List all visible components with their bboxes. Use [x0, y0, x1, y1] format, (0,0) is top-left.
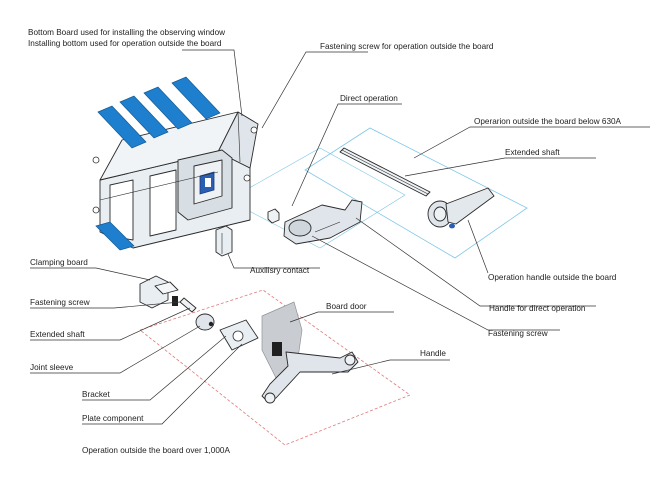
label-bottom-board-line1: Bottom Board used for installing the obs…	[28, 28, 225, 37]
label-operation-handle-outside: Operation handle outside the board	[488, 273, 617, 282]
labels: Bottom Board used for installing the obs…	[28, 28, 622, 455]
joint-sleeve-part	[195, 313, 215, 331]
direct-operation-parts	[267, 199, 363, 245]
leader-operation-below-630a	[413, 126, 650, 159]
label-extended-shaft-left: Extended shaft	[30, 330, 85, 339]
region-outline-below-630a	[304, 127, 528, 259]
leader-joint-sleeve	[30, 325, 201, 374]
leader-extended-shaft-top	[404, 157, 596, 177]
busbar-3	[143, 86, 193, 130]
label-bottom-board-line2: Installing bottom used for operation out…	[28, 39, 222, 48]
screw-icon	[92, 156, 100, 164]
leader-clamping-board	[30, 267, 151, 281]
leader-auxiliary-contact	[227, 253, 320, 269]
leader-bottom-board	[182, 49, 243, 117]
clamping-board-part	[139, 275, 179, 309]
screw-icon	[92, 206, 100, 214]
label-clamping-board: Clamping board	[30, 258, 88, 267]
label-plate-component: Plate component	[82, 414, 144, 423]
auxiliary-contact-part	[215, 225, 233, 257]
label-fastening-screw-outside: Fastening screw for operation outside th…	[320, 42, 494, 51]
leader-fastening-screw-left	[30, 301, 181, 309]
leader-handle-direct-operation	[355, 217, 596, 307]
busbar-1	[97, 105, 147, 149]
label-fastening-screw-right: Fastening screw	[488, 329, 548, 338]
leader-plate-component	[82, 343, 243, 425]
screw-icon	[243, 174, 251, 182]
label-joint-sleeve: Joint sleeve	[30, 363, 74, 372]
handle-part	[261, 351, 359, 404]
label-handle-direct-operation: Handle for direct operation	[489, 304, 586, 313]
busbar-2	[119, 95, 169, 139]
leader-handle	[331, 359, 450, 375]
leader-operation-handle	[467, 219, 489, 274]
label-operation-below-630a: Operarion outside the board below 630A	[474, 117, 622, 126]
label-operation-over-1000a: Operation outside the board over 1,000A	[82, 446, 230, 455]
leader-extended-shaft-left	[30, 307, 191, 341]
label-board-door: Board door	[326, 302, 367, 311]
label-handle: Handle	[420, 349, 446, 358]
extended-shaft-left-part	[179, 297, 197, 313]
switch-body	[99, 111, 259, 249]
busbar-4	[171, 76, 221, 120]
leader-bracket	[82, 335, 227, 401]
leader-direct-operation	[291, 103, 402, 207]
region-outline-over-1000a	[139, 289, 411, 446]
leader-lines	[30, 49, 650, 425]
label-bracket: Bracket	[82, 390, 110, 399]
busbars	[95, 76, 221, 251]
leader-fastening-screw-right	[311, 235, 560, 331]
label-auxiliary-contact: Auxilisry contact	[250, 266, 310, 275]
label-extended-shaft-top: Extended shaft	[505, 148, 560, 157]
label-fastening-screw-left: Fastening screw	[30, 298, 90, 307]
leader-fastening-screw-outside	[261, 51, 368, 129]
extended-shaft-top-part	[339, 147, 431, 197]
label-direct-operation: Direct operation	[340, 94, 398, 103]
screw-icon	[250, 126, 258, 134]
busbar-5	[95, 221, 135, 251]
leader-board-door	[289, 311, 394, 323]
bracket-part	[219, 319, 259, 351]
operation-handle-part	[427, 187, 495, 229]
